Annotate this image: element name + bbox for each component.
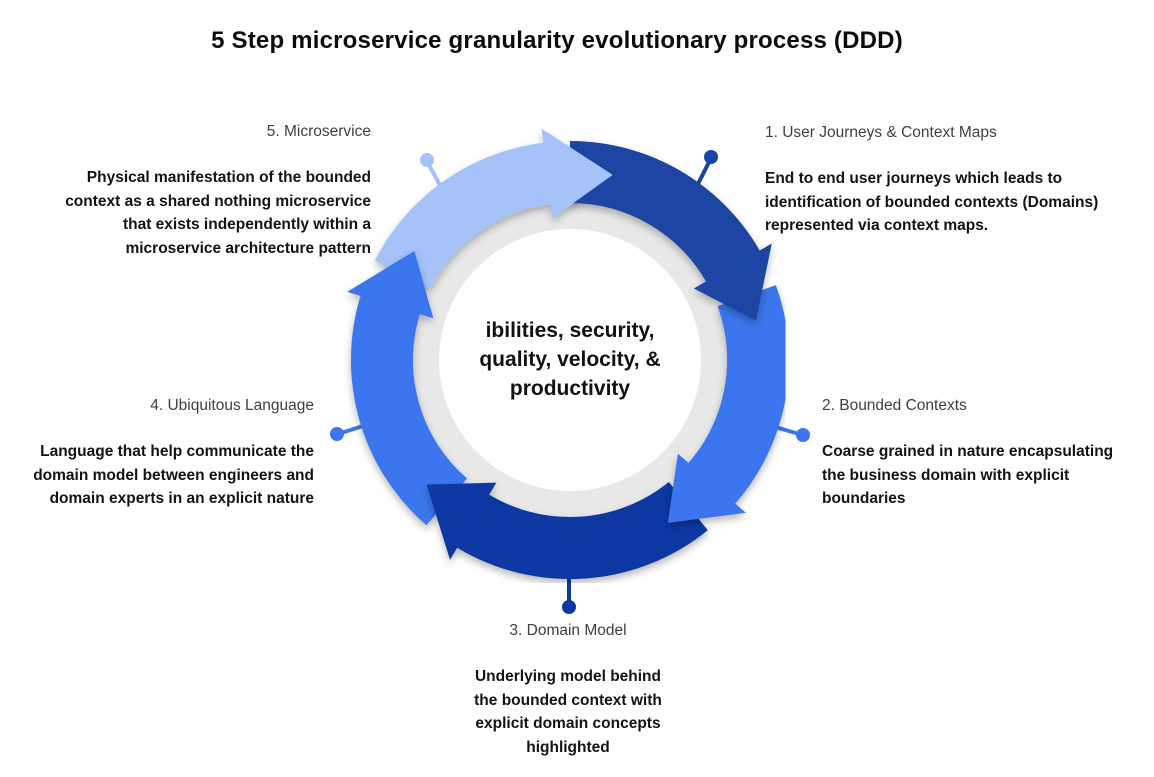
connector-dot-step3 [562,600,576,614]
cycle-arc-step3 [450,481,708,579]
cycle-arrowhead-step1 [693,243,772,321]
step-4-block: 4. Ubiquitous Language Language that hel… [0,397,314,511]
step-2-block: 2. Bounded Contexts Coarse grained in na… [822,397,1122,511]
step-5-block: 5. Microservice Physical manifestation o… [31,123,371,260]
cycle-segment-step2 [667,285,790,523]
step-1-label: 1. User Journeys & Context Maps [765,124,997,141]
cycle-arc-step5 [374,141,563,290]
step-3-block: 3. Domain Model Underlying model behind … [418,622,718,759]
step-4-label: 4. Ubiquitous Language [150,397,314,414]
step-5-description: Physical manifestation of the bounded co… [65,169,371,257]
connector-dot-step4 [330,427,344,441]
cycle-arrowhead-step2 [667,453,746,523]
step-1-block: 1. User Journeys & Context Maps End to e… [765,124,1110,238]
cycle-segment-step4 [347,251,468,526]
connector-dot-step2 [796,428,810,442]
cycle-arc-step4 [351,288,468,526]
cycle-arrowhead-step4 [347,251,434,319]
step-3-label: 3. Domain Model [509,622,627,639]
cycle-center-label: ibilities, security, quality, velocity, … [479,319,661,400]
connector-line-step4 [340,424,364,435]
step-3-description: Underlying model behind the bounded cont… [474,668,662,756]
step-1-description: End to end user journeys which leads to … [765,170,1099,234]
page-title: 5 Step microservice granularity evolutio… [211,27,903,54]
step-2-description: Coarse grained in nature encapsulating t… [822,443,1114,507]
step-4-description: Language that help communicate the domai… [33,443,314,507]
step-2-label: 2. Bounded Contexts [822,397,967,414]
connector-dot-step5 [420,153,434,167]
center-circle [439,229,701,491]
connector-dot-step1 [704,150,718,164]
connector-step4 [330,424,364,441]
cycle-arc-step2 [684,285,790,510]
cycle-arrowhead-step5-top [541,128,613,218]
cycle-segment-step3 [426,481,708,579]
cycle-arrowhead-step3 [426,482,497,560]
connector-step5 [420,153,444,190]
step-5-label: 5. Microservice [266,123,371,140]
